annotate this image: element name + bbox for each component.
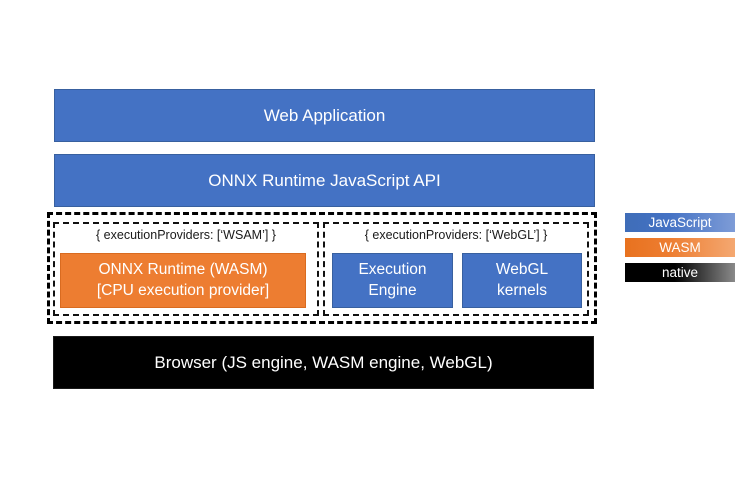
browser-label: Browser (JS engine, WASM engine, WebGL)	[154, 352, 493, 372]
webgl-provider-config-label: { executionProviders: [‘WebGL’] }	[364, 228, 548, 242]
wasm-provider-config-label: { executionProviders: [‘WSAM’] }	[96, 228, 276, 242]
browser-layer: Browser (JS engine, WASM engine, WebGL)	[53, 336, 594, 389]
onnx-runtime-wasm-line2: [CPU execution provider]	[96, 281, 270, 299]
webgl-kernels-line1: WebGL	[495, 260, 549, 278]
web-application-layer: Web Application	[54, 89, 595, 142]
onnx-runtime-js-api-label: ONNX Runtime JavaScript API	[208, 170, 441, 190]
webgl-provider-group: { executionProviders: [‘WebGL’] } Execut…	[323, 222, 589, 316]
legend-item-javascript: JavaScript	[625, 213, 735, 232]
wasm-provider-group: { executionProviders: [‘WSAM’] } ONNX Ru…	[53, 222, 319, 316]
onnx-runtime-js-api-layer: ONNX Runtime JavaScript API	[54, 154, 595, 207]
execution-providers-group: { executionProviders: [‘WSAM’] } ONNX Ru…	[47, 212, 597, 324]
execution-engine-line2: Engine	[368, 281, 417, 299]
webgl-kernels-line2: kernels	[497, 281, 547, 299]
legend-native-label: native	[661, 265, 699, 280]
legend: JavaScript WASM native	[625, 213, 735, 288]
legend-javascript-label: JavaScript	[648, 215, 712, 230]
onnx-runtime-wasm-box: ONNX Runtime (WASM) [CPU execution provi…	[60, 253, 306, 308]
legend-item-wasm: WASM	[625, 238, 735, 257]
webgl-kernels-box: WebGL kernels	[462, 253, 582, 308]
execution-engine-line1: Execution	[358, 260, 427, 278]
legend-item-native: native	[625, 263, 735, 282]
legend-wasm-label: WASM	[659, 240, 701, 255]
web-application-label: Web Application	[263, 105, 386, 125]
onnx-runtime-wasm-line1: ONNX Runtime (WASM)	[98, 260, 268, 278]
execution-engine-box: Execution Engine	[332, 253, 453, 308]
